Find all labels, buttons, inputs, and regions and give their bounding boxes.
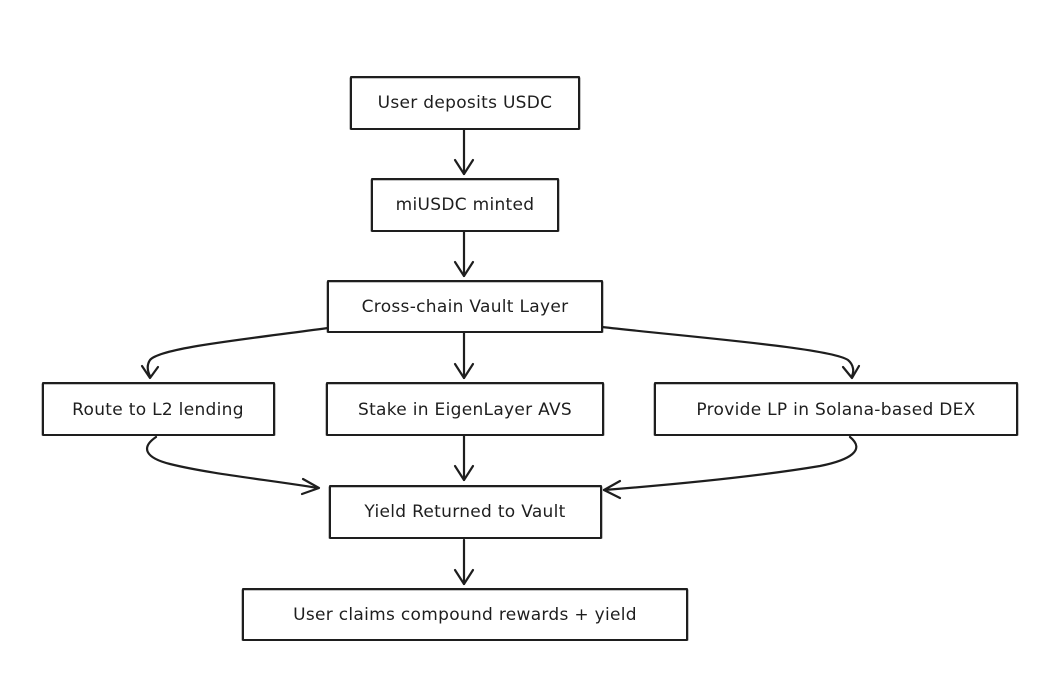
- node-label-mint: miUSDC minted: [396, 195, 535, 215]
- edge-vault-to-l2: [146, 326, 330, 378]
- edges: [140, 127, 861, 586]
- arrowhead-yield-center: [453, 464, 475, 482]
- node-route-l2: Route to L2 lending: [41, 382, 276, 436]
- arrowhead-vault: [453, 260, 475, 278]
- arrowhead-l2: [140, 364, 160, 380]
- node-user-claims: User claims compound rewards + yield: [241, 588, 689, 641]
- node-label-solana: Provide LP in Solana-based DEX: [696, 400, 975, 420]
- node-yield-returned: Yield Returned to Vault: [328, 485, 603, 539]
- arrowhead-solana: [841, 364, 861, 380]
- node-label-vault: Cross-chain Vault Layer: [362, 297, 569, 317]
- arrowhead-eigen: [453, 362, 475, 380]
- arrowhead-mint: [453, 158, 475, 176]
- node-label-deposit: User deposits USDC: [378, 93, 553, 113]
- edge-vault-to-solana: [600, 325, 855, 378]
- node-label-eigen: Stake in EigenLayer AVS: [358, 400, 572, 420]
- node-label-claim: User claims compound rewards + yield: [293, 605, 637, 625]
- node-provide-lp-solana: Provide LP in Solana-based DEX: [653, 382, 1019, 436]
- arrowhead-yield-left: [300, 477, 321, 496]
- node-cross-chain-vault: Cross-chain Vault Layer: [326, 280, 604, 333]
- node-label-yield: Yield Returned to Vault: [363, 502, 565, 522]
- node-label-l2: Route to L2 lending: [72, 400, 244, 420]
- node-stake-eigenlayer: Stake in EigenLayer AVS: [325, 382, 605, 436]
- node-miusdc-minted: miUSDC minted: [370, 178, 560, 232]
- node-user-deposits: User deposits USDC: [349, 76, 581, 130]
- edge-l2-to-yield: [146, 435, 320, 490]
- arrowhead-yield-right: [602, 479, 622, 500]
- arrowhead-claim: [453, 568, 475, 586]
- edge-solana-to-yield: [602, 435, 858, 492]
